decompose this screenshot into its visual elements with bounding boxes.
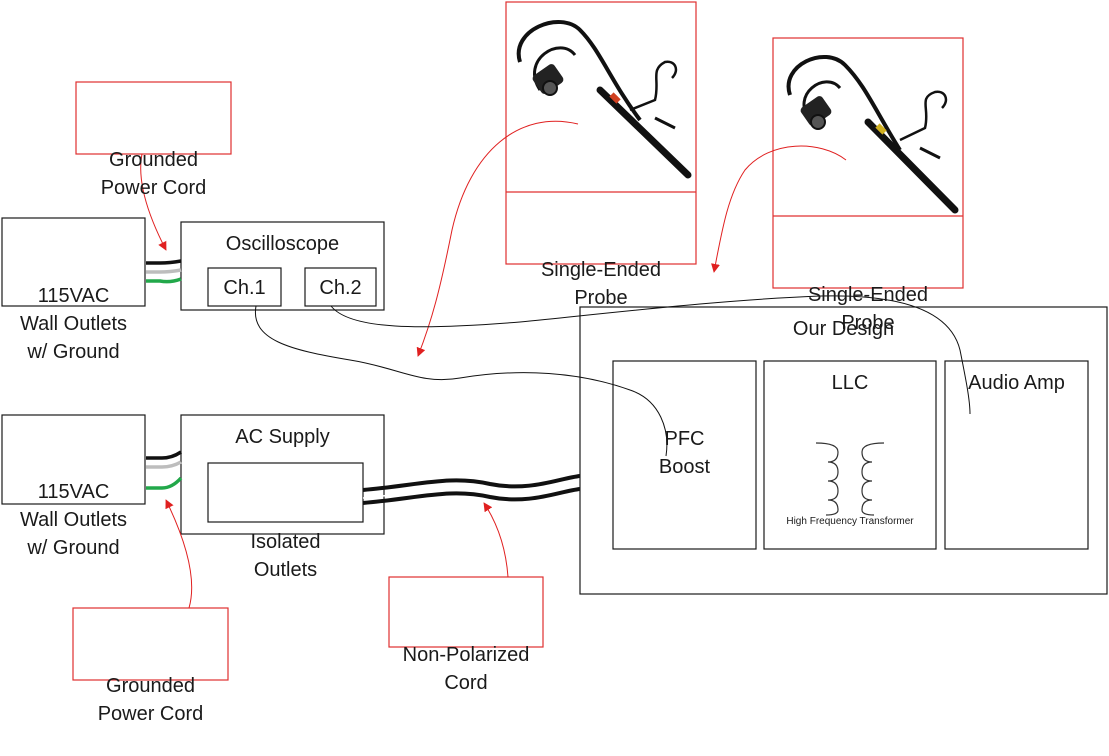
test-setup-diagram — [1, 1, 1108, 681]
transformer-icon — [815, 442, 885, 516]
audio-amp-label: Audio Amp — [968, 372, 1065, 394]
oscilloscope-probe-icon — [786, 54, 959, 214]
channel-2-label: Ch.2 — [319, 277, 362, 299]
ac-supply-title: AC Supply — [235, 426, 330, 448]
channel-2-box — [304, 267, 377, 307]
channel-1-box — [207, 267, 282, 307]
power-cord-callout-box-bottom — [72, 607, 229, 681]
ch1-probe-wire — [254, 305, 668, 457]
transformer-label: High Frequency Transformer — [786, 516, 914, 527]
power-cord-callout-arrow-top — [140, 153, 167, 251]
probe-2-box — [772, 37, 964, 289]
probe-1-arrow — [416, 120, 579, 357]
oscilloscope-probe-icon — [516, 20, 692, 179]
non-polarized-cord-callout-box — [388, 576, 544, 648]
ch2-probe-wire — [330, 295, 971, 415]
power-cord-bottom — [146, 450, 183, 490]
llc-box — [763, 360, 937, 550]
probe-1-box — [505, 1, 697, 265]
power-cord-callout-box-top — [75, 81, 232, 155]
non-polarized-cord-callout-arrow — [483, 502, 509, 578]
oscilloscope-title: Oscilloscope — [225, 233, 340, 255]
non-polarized-cord — [362, 474, 581, 505]
channel-1-label: Ch.1 — [223, 277, 266, 299]
llc-label: LLC — [831, 372, 869, 394]
our-design-title: Our Design — [792, 318, 895, 340]
audio-amp-box — [944, 360, 1089, 550]
power-cord-top — [146, 259, 182, 284]
isolated-outlets-box — [207, 462, 364, 523]
probe-2-arrow — [711, 145, 847, 273]
power-cord-callout-arrow-bottom — [165, 499, 193, 609]
wall-outlet-box-top — [1, 217, 146, 307]
wall-outlet-box-bottom — [1, 414, 146, 505]
